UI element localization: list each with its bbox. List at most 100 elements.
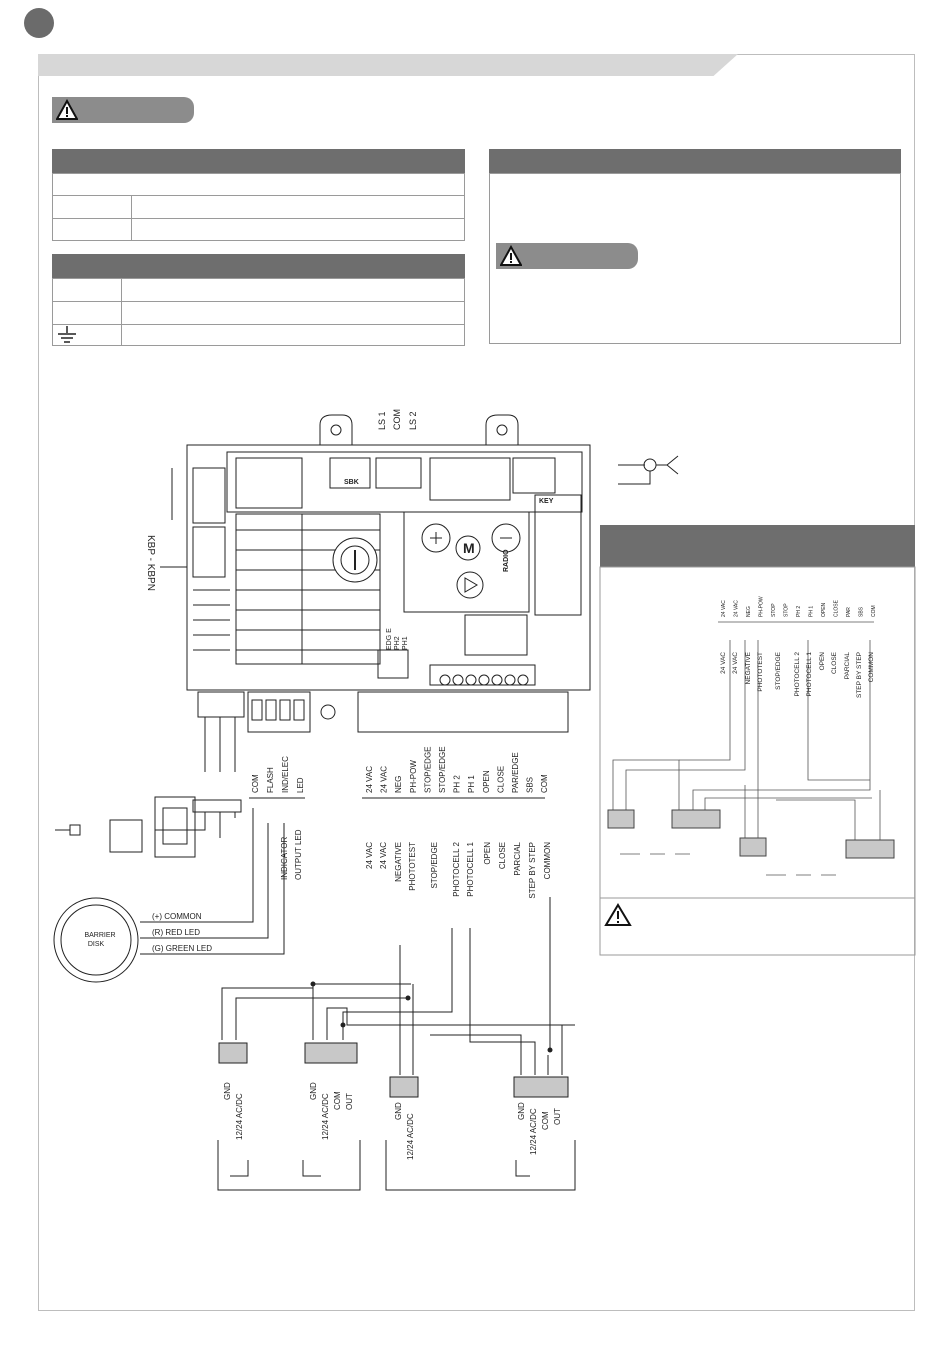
inset-terminal-label: PH-POW bbox=[759, 596, 765, 617]
sbk-label: SBK bbox=[344, 479, 359, 486]
wiring-table bbox=[52, 278, 465, 346]
inset-function-label: CLOSE bbox=[831, 651, 838, 674]
function-label: PHOTOCELL 2 bbox=[452, 841, 461, 896]
terminal-label: FLASH bbox=[266, 767, 275, 793]
gnd-label: GND bbox=[223, 1082, 232, 1100]
power-label: 12/24 AC/DC bbox=[529, 1108, 538, 1155]
terminal-label: PH-POW bbox=[409, 760, 418, 793]
terminal-label: SBS bbox=[526, 777, 535, 793]
terminal-label: PH 1 bbox=[467, 775, 476, 793]
inset-function-label: PARCIAL bbox=[844, 652, 851, 680]
inset-terminal-label: STOP bbox=[784, 603, 790, 617]
warning-icon bbox=[604, 903, 632, 926]
inset-function-label: OPEN bbox=[819, 652, 826, 671]
out-label: OUT bbox=[553, 1108, 562, 1125]
com-label: COM bbox=[541, 1111, 550, 1130]
inset-terminal-label: SBS bbox=[859, 606, 865, 617]
gnd-label: GND bbox=[309, 1082, 318, 1100]
inset-function-label: PHOTOCELL 1 bbox=[806, 652, 813, 697]
out-label: OUT bbox=[345, 1093, 354, 1110]
ls2-label: LS 2 bbox=[408, 411, 418, 430]
function-label: 24 VAC bbox=[379, 842, 388, 869]
barrier-title: BARRIER bbox=[84, 932, 115, 939]
dip-label: PH1 bbox=[402, 636, 409, 650]
terminal-label: STOP/EDGE bbox=[423, 746, 432, 793]
function-label: 24 VAC bbox=[365, 842, 374, 869]
inset-terminal-label: CLOSE bbox=[834, 599, 840, 617]
warning-tab bbox=[496, 243, 638, 269]
barrier-red-label: (R) RED LED bbox=[152, 928, 200, 937]
ls1-label: LS 1 bbox=[377, 411, 387, 430]
inset-function-label: PHOTOTEST bbox=[757, 652, 764, 692]
function-label: STEP BY STEP bbox=[528, 842, 537, 899]
inset-terminal-label: PH 2 bbox=[796, 606, 802, 617]
radio-label: RADIO bbox=[503, 549, 510, 572]
spec-table bbox=[52, 173, 465, 241]
terminal-label: 24 VAC bbox=[380, 766, 389, 793]
warning-tab bbox=[52, 97, 194, 123]
note-panel bbox=[489, 173, 901, 344]
key-label: KEY bbox=[539, 498, 554, 505]
inset-terminal-label: PH 1 bbox=[809, 606, 815, 617]
inset-terminal-label: 24 VAC bbox=[721, 600, 727, 617]
inset-panel bbox=[599, 566, 916, 956]
barrier-green-label: (G) GREEN LED bbox=[152, 944, 212, 953]
gnd-label: GND bbox=[517, 1102, 526, 1120]
terminal-label: PAR/EDGE bbox=[511, 752, 520, 793]
note-panel-header bbox=[489, 149, 901, 173]
terminal-label: LED bbox=[296, 777, 305, 793]
warning-icon bbox=[56, 99, 78, 120]
control-board-outline bbox=[186, 444, 591, 691]
inset-function-label: STEP BY STEP bbox=[856, 652, 863, 698]
function-label: INDICATOR bbox=[280, 837, 289, 880]
inset-function-label: 24 VAC bbox=[720, 652, 727, 674]
terminal-label: CLOSE bbox=[496, 766, 505, 793]
function-label: OUTPUT LED bbox=[294, 829, 303, 880]
inset-terminal-label: PAR bbox=[846, 607, 852, 617]
dip-label: EDG E bbox=[386, 628, 393, 650]
inset-terminal-label: NEG bbox=[746, 606, 752, 617]
terminal-label: COM bbox=[251, 774, 260, 793]
terminal-label: PH 2 bbox=[453, 775, 462, 793]
function-label: PHOTOTEST bbox=[408, 842, 417, 891]
inset-function-label: 24 VAC bbox=[732, 652, 739, 674]
inset-terminal-label: STOP bbox=[771, 603, 777, 617]
terminal-label: COM bbox=[540, 774, 549, 793]
ground-icon bbox=[58, 326, 76, 343]
function-label: PHOTOCELL 1 bbox=[466, 841, 475, 896]
terminal-label: NEG bbox=[394, 776, 403, 793]
gnd-label: GND bbox=[394, 1102, 403, 1120]
com-label: COM bbox=[333, 1091, 342, 1110]
com-label: COM bbox=[392, 409, 402, 430]
kbp-label: KBP - KBPN bbox=[145, 535, 156, 591]
function-label: COMMON bbox=[543, 842, 552, 880]
power-label: 12/24 AC/DC bbox=[406, 1113, 415, 1160]
barrier-common-label: (+) COMMON bbox=[152, 912, 202, 921]
inset-terminal-label: 24 VAC bbox=[734, 600, 740, 617]
barrier-title: DISK bbox=[88, 941, 105, 948]
power-label: 12/24 AC/DC bbox=[235, 1093, 244, 1140]
terminal-label: 24 VAC bbox=[365, 766, 374, 793]
section-header-bar bbox=[38, 54, 738, 76]
inset-function-label: COMMON bbox=[868, 652, 875, 683]
motor-label: M bbox=[463, 540, 475, 556]
function-label: STOP/EDGE bbox=[430, 842, 439, 889]
function-label: NEGATIVE bbox=[394, 842, 403, 882]
inset-panel-header bbox=[600, 525, 915, 567]
inset-terminal-label: OPEN bbox=[821, 602, 827, 617]
terminal-label: OPEN bbox=[482, 770, 491, 793]
inset-function-label: NEGATIVE bbox=[745, 651, 752, 684]
inset-function-label: STOP/EDGE bbox=[775, 651, 782, 689]
inset-terminal-label: COM bbox=[871, 605, 877, 617]
inset-function-label: PHOTOCELL 2 bbox=[794, 652, 801, 697]
function-label: OPEN bbox=[483, 842, 492, 865]
terminal-label: STOP/EDGE bbox=[438, 746, 447, 793]
spec-panel-header bbox=[52, 149, 465, 173]
power-label: 12/24 AC/DC bbox=[321, 1093, 330, 1140]
dip-label: PH2 bbox=[394, 636, 401, 650]
function-label: PARCIAL bbox=[513, 841, 522, 875]
function-label: CLOSE bbox=[498, 842, 507, 869]
warning-icon bbox=[500, 245, 522, 266]
wiring-panel-header bbox=[52, 254, 465, 278]
